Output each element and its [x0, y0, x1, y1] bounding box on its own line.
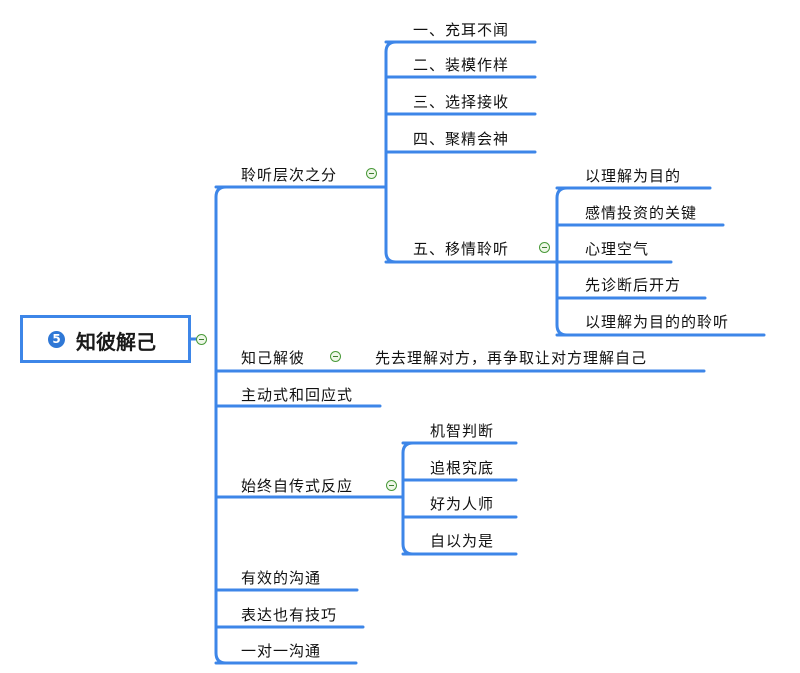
- root-title: 知彼解己: [76, 330, 156, 354]
- empathic-child-label[interactable]: 以理解为目的: [585, 167, 682, 185]
- b4-child-label[interactable]: 机智判断: [430, 422, 495, 440]
- empathic-child-label[interactable]: 先诊断后开方: [585, 276, 682, 294]
- empathic-child-label[interactable]: 感情投资的关键: [585, 204, 698, 222]
- branch-label-active-responsive[interactable]: 主动式和回应式: [241, 386, 354, 404]
- branch-label-know-self[interactable]: 知己解彼: [241, 349, 306, 367]
- connector-trunk: [214, 185, 228, 665]
- branch-label-autobiographical[interactable]: 始终自传式反应: [241, 477, 354, 495]
- b1-child-label-empathic[interactable]: 五、移情聆听: [413, 240, 510, 258]
- collapse-root-icon[interactable]: [196, 334, 207, 345]
- collapse-branch-1-icon[interactable]: [366, 168, 377, 179]
- b1-child-label[interactable]: 四、聚精会神: [413, 130, 510, 148]
- b4-child-label[interactable]: 自以为是: [430, 532, 495, 550]
- b4-child-label[interactable]: 好为人师: [430, 495, 495, 513]
- branch-label-expression-skills[interactable]: 表达也有技巧: [241, 606, 338, 624]
- connector-branch-4-trunk: [401, 441, 415, 556]
- b1-child-label[interactable]: 三、选择接收: [413, 93, 510, 111]
- collapse-empathic-icon[interactable]: [539, 242, 550, 253]
- branch-label-listening-levels[interactable]: 聆听层次之分: [241, 166, 338, 184]
- empathic-child-label[interactable]: 以理解为目的的聆听: [585, 313, 730, 331]
- branch-label-one-on-one[interactable]: 一对一沟通: [241, 642, 322, 660]
- b1-child-label[interactable]: 一、充耳不闻: [413, 21, 510, 39]
- collapse-branch-4-icon[interactable]: [386, 480, 397, 491]
- b1-child-label[interactable]: 二、装模作样: [413, 56, 510, 74]
- empathic-child-label[interactable]: 心理空气: [585, 240, 650, 258]
- branch-2-child-label[interactable]: 先去理解对方，再争取让对方理解自己: [375, 349, 648, 367]
- priority-5-icon: 5: [48, 331, 65, 348]
- collapse-branch-2-icon[interactable]: [330, 351, 341, 362]
- branch-label-effective-communication[interactable]: 有效的沟通: [241, 569, 322, 587]
- b4-child-label[interactable]: 追根究底: [430, 459, 495, 477]
